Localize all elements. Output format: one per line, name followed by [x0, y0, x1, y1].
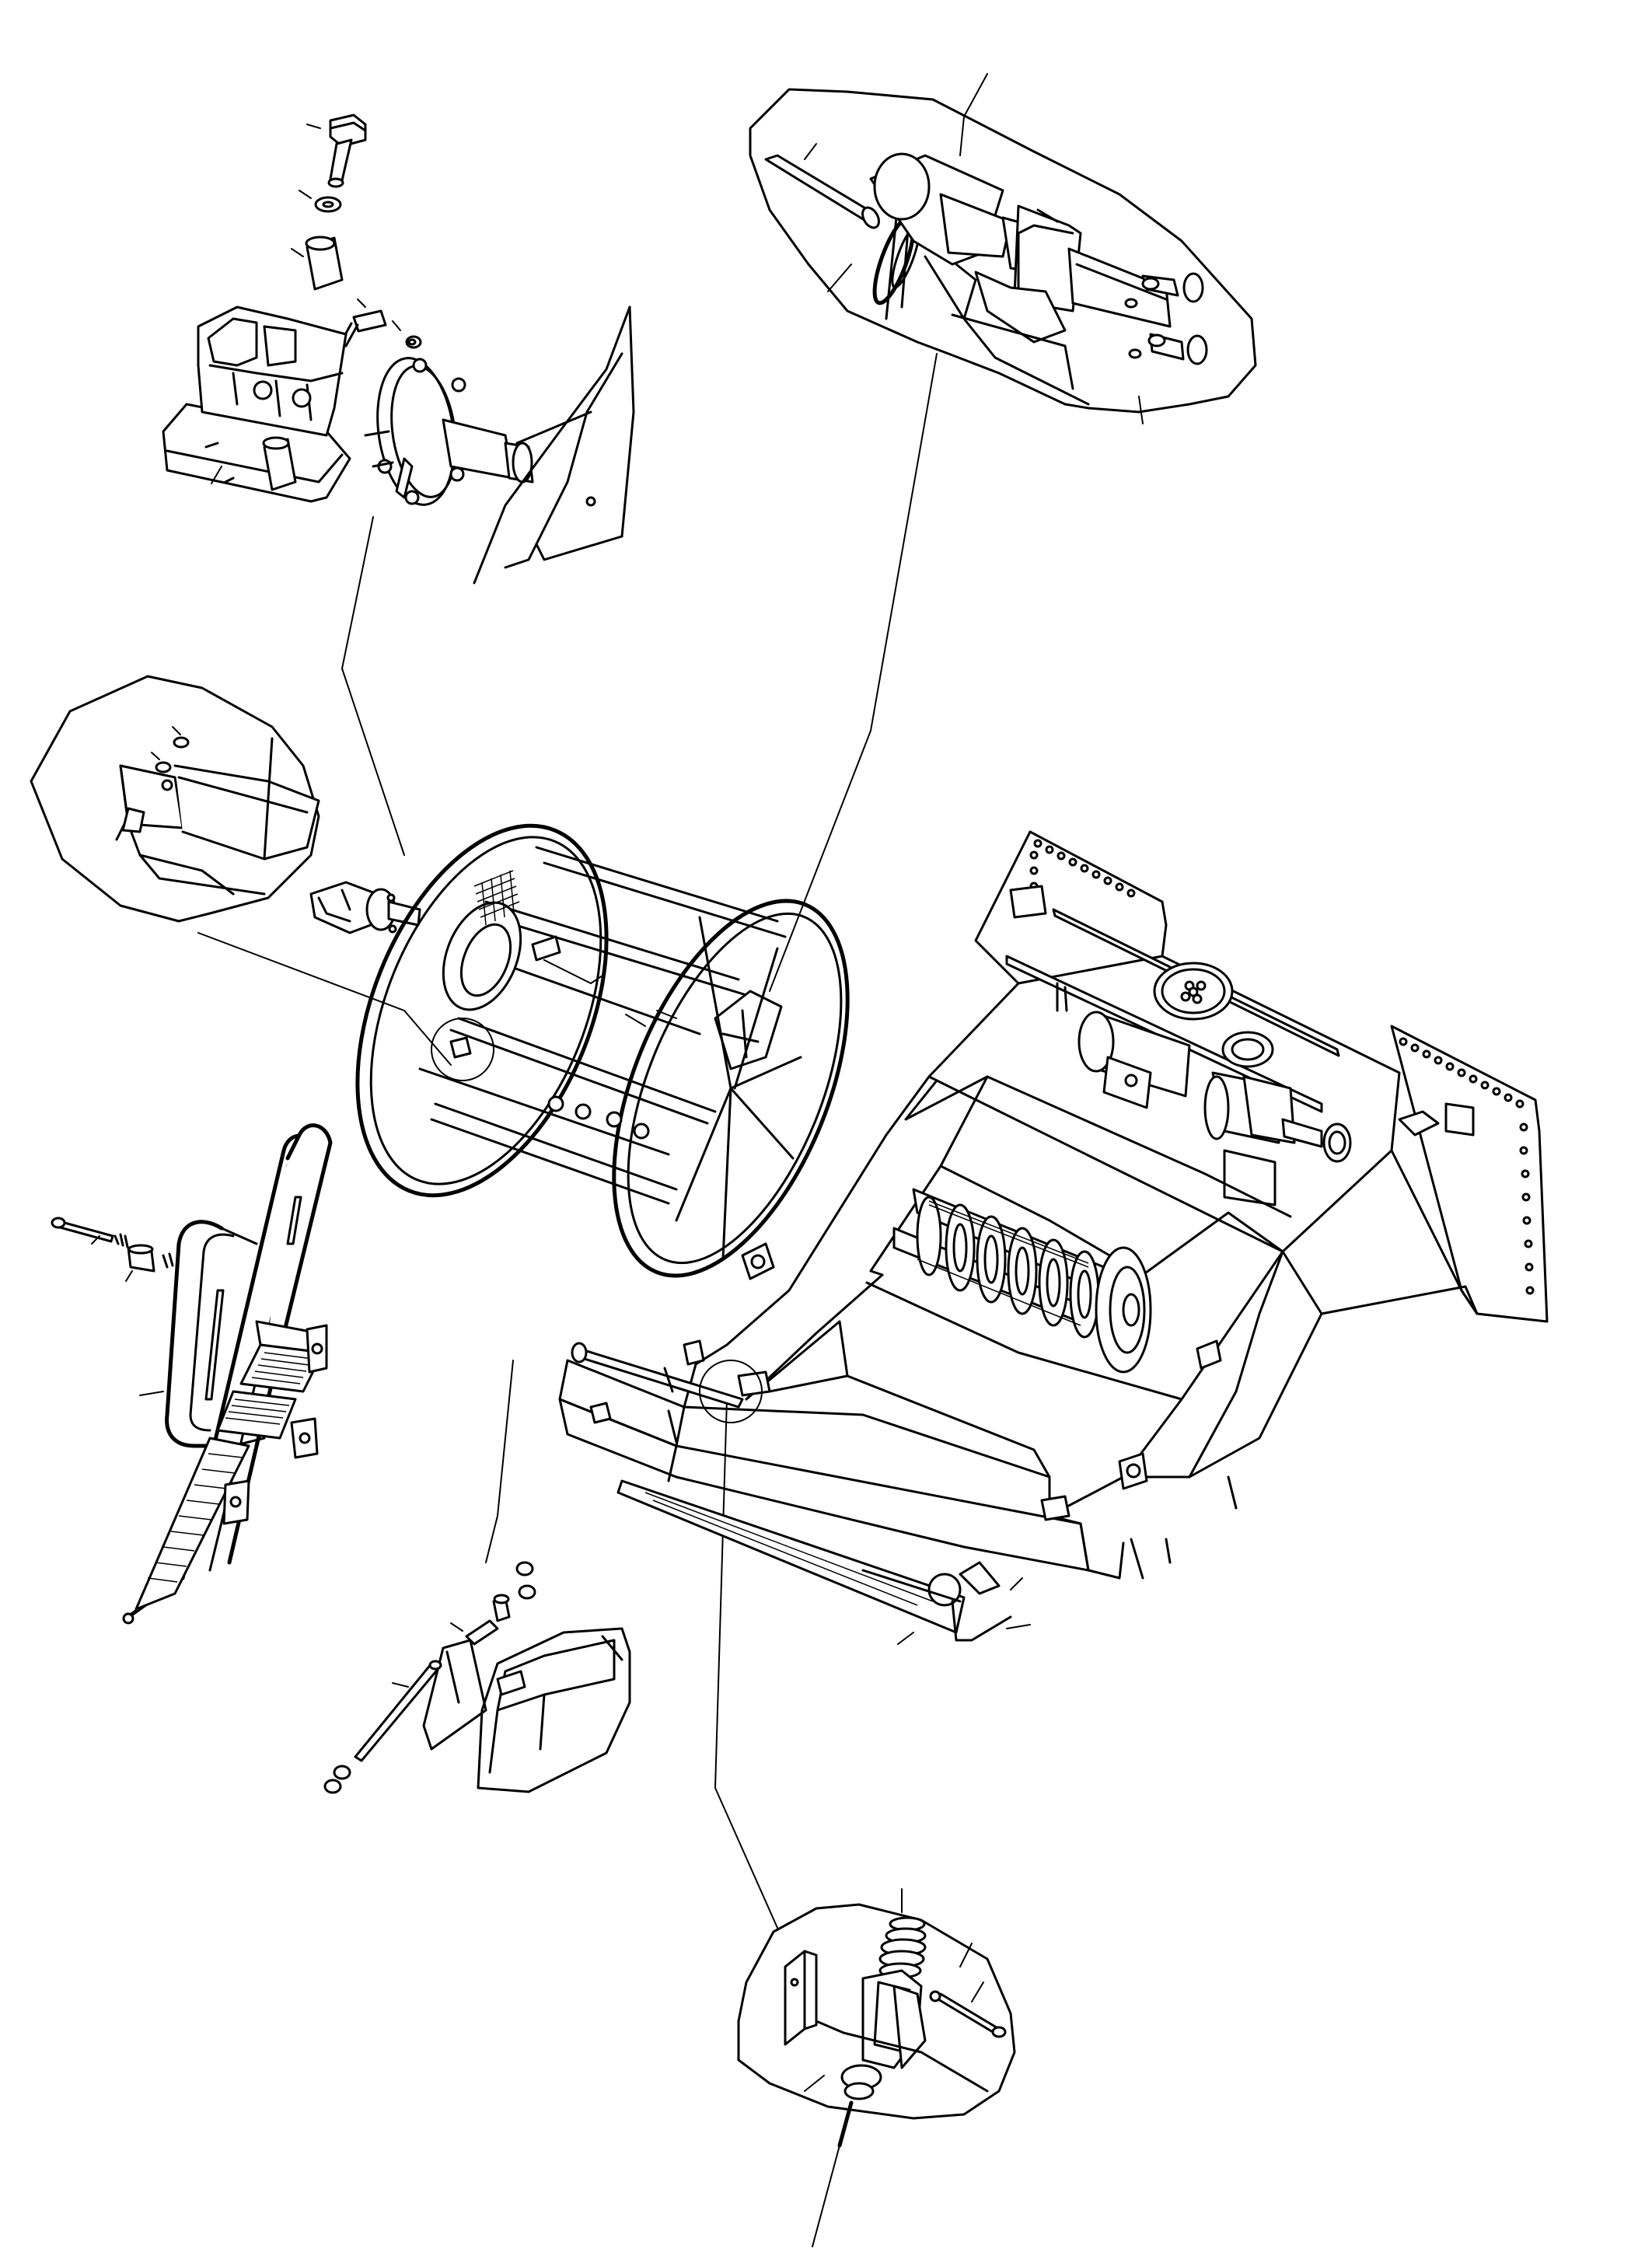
- pillow-block-bearing: [162, 306, 351, 503]
- drum-mesh: [473, 870, 520, 926]
- coil-spring: [878, 1916, 927, 1979]
- cable-reel-drum: [309, 823, 850, 1278]
- side-panel-fragment: [473, 306, 635, 585]
- ladder-step-assembly: [51, 1123, 333, 1625]
- rotor-crusher: [892, 1188, 1152, 1374]
- bushing: [305, 236, 344, 291]
- step-plate-middle: [216, 1390, 297, 1440]
- bolt-nut-detail: [30, 675, 320, 923]
- main-hopper-frame: [558, 830, 1549, 1645]
- right-side-bolts: [1124, 272, 1208, 365]
- drive-bearing-shaft-assembly: [162, 113, 635, 585]
- leader-lines: [197, 353, 938, 2247]
- rod-cover-plate-detail: [323, 1561, 631, 1794]
- hex-bolt: [327, 113, 367, 188]
- step-plate-upper: [239, 1320, 324, 1393]
- flange-shaft: [364, 357, 534, 506]
- drum-bearing-small: [309, 881, 421, 934]
- motor-coupling-detail: [749, 73, 1257, 424]
- pin-spring-roller: [51, 1217, 174, 1282]
- rotor-blades: [916, 1196, 1100, 1339]
- step-plate-lower: [134, 1437, 250, 1611]
- spring-cylinder-detail: [737, 1888, 1016, 2148]
- right-flange-holes: [1399, 1037, 1535, 1295]
